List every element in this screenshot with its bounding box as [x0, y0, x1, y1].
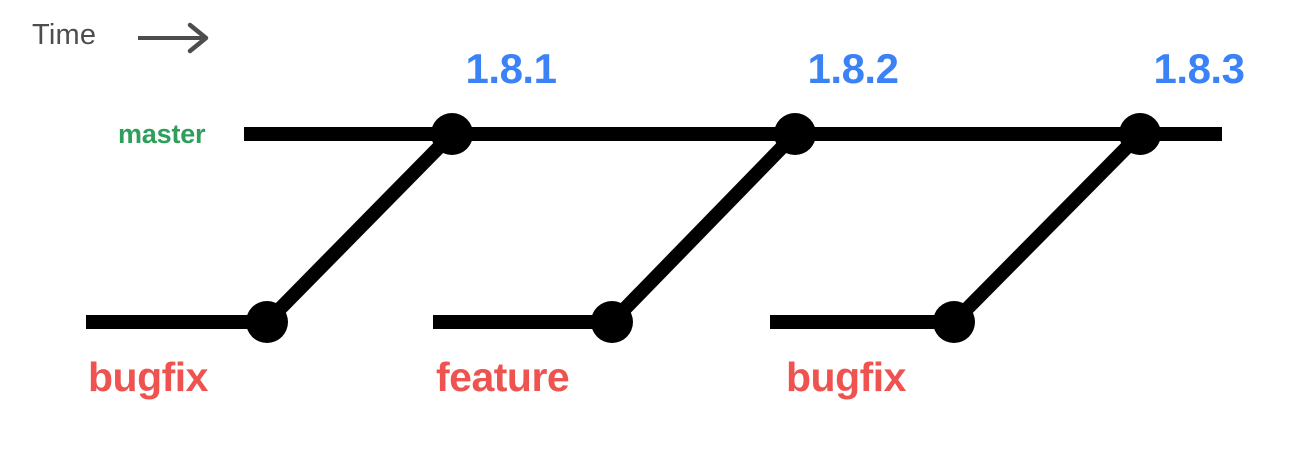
- version-tag-181: 1.8.1: [465, 45, 557, 92]
- version-tag-183: 1.8.3: [1153, 45, 1245, 92]
- branch-label-bugfix-1: bugfix: [88, 354, 208, 400]
- time-arrow-icon: [138, 22, 209, 54]
- branch-node-feature: [591, 301, 633, 343]
- commit-node-182: [774, 113, 816, 155]
- branch-label-bugfix-2: bugfix: [786, 354, 906, 400]
- merge-line-bugfix-to-181: [262, 129, 457, 327]
- master-branch-label: master: [118, 119, 206, 149]
- merge-line-bugfix-to-183: [949, 129, 1145, 327]
- version-tag-182: 1.8.2: [807, 45, 899, 92]
- branch-node-bugfix-2: [933, 301, 975, 343]
- branch-node-bugfix-1: [246, 301, 288, 343]
- commit-node-183: [1119, 113, 1161, 155]
- branch-label-feature: feature: [436, 354, 570, 400]
- commit-node-181: [431, 113, 473, 155]
- time-axis-label: Time: [32, 19, 97, 51]
- merge-line-feature-to-182: [606, 129, 801, 327]
